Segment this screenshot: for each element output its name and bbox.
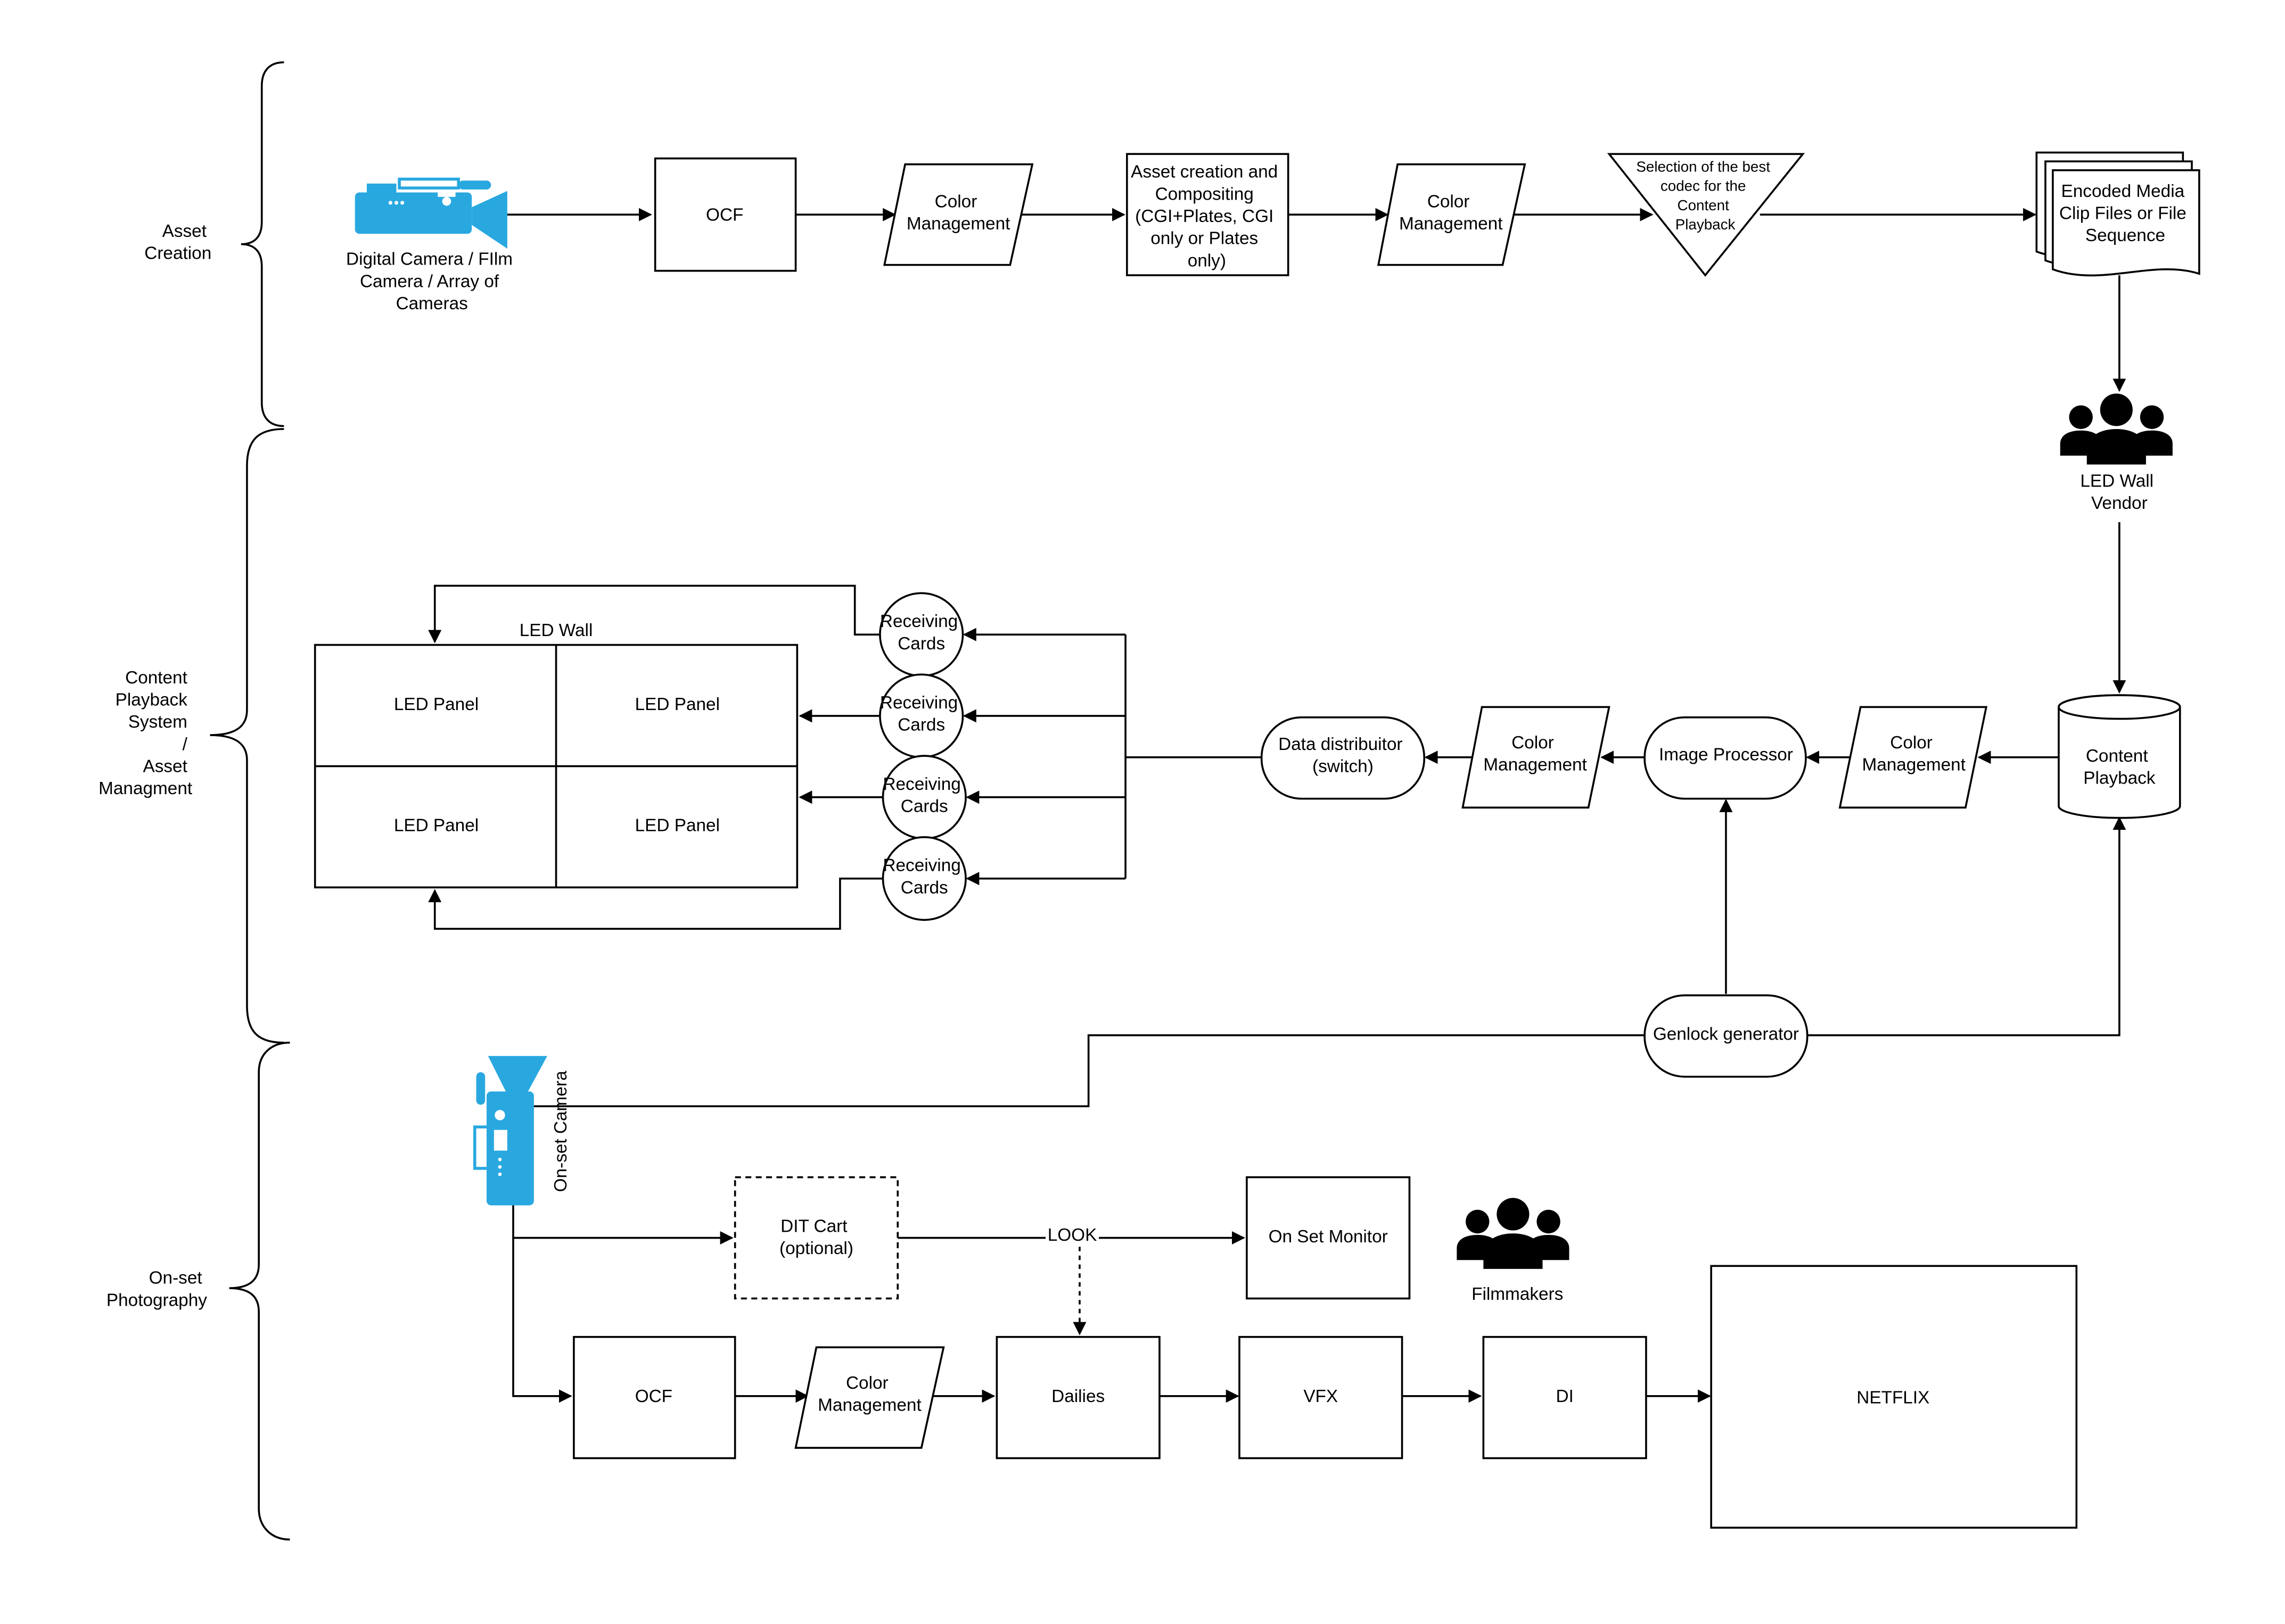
color-management-4-label: Color Management: [1483, 733, 1587, 775]
ocf-box: [654, 157, 797, 272]
image-processor-shape: [1643, 716, 1807, 800]
dailies-label: Dailies: [1051, 1387, 1105, 1406]
onset-ocf-label: OCF: [635, 1387, 672, 1406]
color-management-5-label: Color Management: [818, 1373, 922, 1415]
dit-cart-label: DIT Cart (optional): [779, 1216, 853, 1258]
vfx-box: [1238, 1336, 1403, 1460]
genlock-shape: [1643, 994, 1809, 1078]
codec-selection-label: Selection of the best codec for the Cont…: [1636, 159, 1774, 233]
onset-photography-brace: [229, 1042, 290, 1541]
data-distributor-shape: [1260, 716, 1426, 800]
receiving-card-1-label: Receiving Cards: [880, 612, 963, 654]
onset-camera-icon: [473, 1056, 547, 1206]
arrow-genlock-to-onset-camera: [513, 1034, 1645, 1113]
data-distributor-label: Data distribuitor (switch): [1278, 735, 1408, 777]
receiving-card-2-label: Receiving Cards: [880, 693, 963, 735]
arrow-receiving-card-4-to-led-wall: [428, 877, 883, 930]
netflix-label: NETFLIX: [1856, 1388, 1929, 1408]
people-group-icon: [2060, 393, 2173, 465]
color-management-3-shape: [1838, 706, 1988, 809]
codec-selection-triangle: [1607, 153, 1805, 277]
color-management-3-label: Color Management: [1862, 733, 1966, 775]
section-label-asset-creation: Asset Creation: [144, 221, 211, 263]
onset-ocf-box: [573, 1336, 736, 1460]
led-panel-2-label: LED Panel: [635, 695, 720, 714]
content-playback-brace: [210, 428, 284, 1044]
led-panel-1-label: LED Panel: [394, 695, 479, 714]
genlock-label: Genlock generator: [1653, 1024, 1799, 1044]
dit-cart-box: [734, 1176, 899, 1300]
color-management-1-shape: [883, 163, 1034, 266]
dailies-box: [996, 1336, 1161, 1460]
section-label-onset-photography: On-set Photography: [106, 1268, 207, 1310]
di-label: DI: [1556, 1387, 1573, 1406]
arrow-onset-camera-to-dit-cart: [512, 1205, 734, 1245]
arrow-genlock-to-content-playback: [1807, 817, 2126, 1036]
on-set-monitor-box: [1246, 1176, 1411, 1300]
asset-creation-brace: [241, 61, 284, 427]
look-label: LOOK: [1048, 1225, 1097, 1245]
led-panel-4-label: LED Panel: [635, 816, 720, 836]
content-playback-cylinder-top: [2058, 694, 2181, 720]
content-playback-label: Content Playback: [2083, 746, 2156, 788]
section-label-content-playback: Content Playback System / Asset Managmen…: [98, 668, 193, 798]
color-management-4-shape: [1461, 706, 1610, 809]
color-management-2-label: Color Management: [1399, 192, 1503, 234]
encoded-media-doc-front: [2052, 169, 2200, 277]
vfx-label: VFX: [1303, 1387, 1338, 1406]
filmmakers-label: Filmmakers: [1472, 1284, 1563, 1304]
arrow-receiving-card-1-to-led-wall: [428, 584, 880, 644]
color-management-1-label: Color Management: [907, 192, 1010, 234]
color-management-2-shape: [1377, 163, 1526, 266]
camera-label: Digital Camera / FIlm Camera / Array of …: [346, 250, 517, 314]
led-panel-3-label: LED Panel: [394, 816, 479, 836]
on-set-monitor-label: On Set Monitor: [1269, 1227, 1388, 1247]
onset-camera-label: On-set Camera: [551, 1070, 571, 1192]
netflix-box: [1710, 1265, 2078, 1529]
di-box: [1482, 1336, 1647, 1460]
color-management-5-shape: [794, 1346, 945, 1449]
filmmakers-icon: [1457, 1198, 1569, 1269]
receiving-card-4-circle: [882, 836, 967, 921]
receiving-card-3-label: Receiving Cards: [883, 774, 966, 817]
led-wall-label: LED Wall: [520, 621, 593, 640]
video-camera-icon: [355, 177, 507, 249]
image-processor-label: Image Processor: [1659, 745, 1793, 764]
receiving-card-4-label: Receiving Cards: [883, 856, 966, 898]
asset-creation-box: [1126, 153, 1289, 276]
led-wall-vendor-label: LED Wall Vendor: [2080, 471, 2158, 513]
encoded-media-label: Encoded Media Clip Files or File Sequenc…: [2059, 182, 2191, 245]
ocf-label: OCF: [706, 205, 743, 225]
look-label-group: LOOK: [1046, 1224, 1099, 1246]
asset-creation-label: Asset creation and Compositing (CGI+Plat…: [1131, 162, 1283, 271]
arrow-onset-camera-to-ocf: [512, 1238, 572, 1403]
